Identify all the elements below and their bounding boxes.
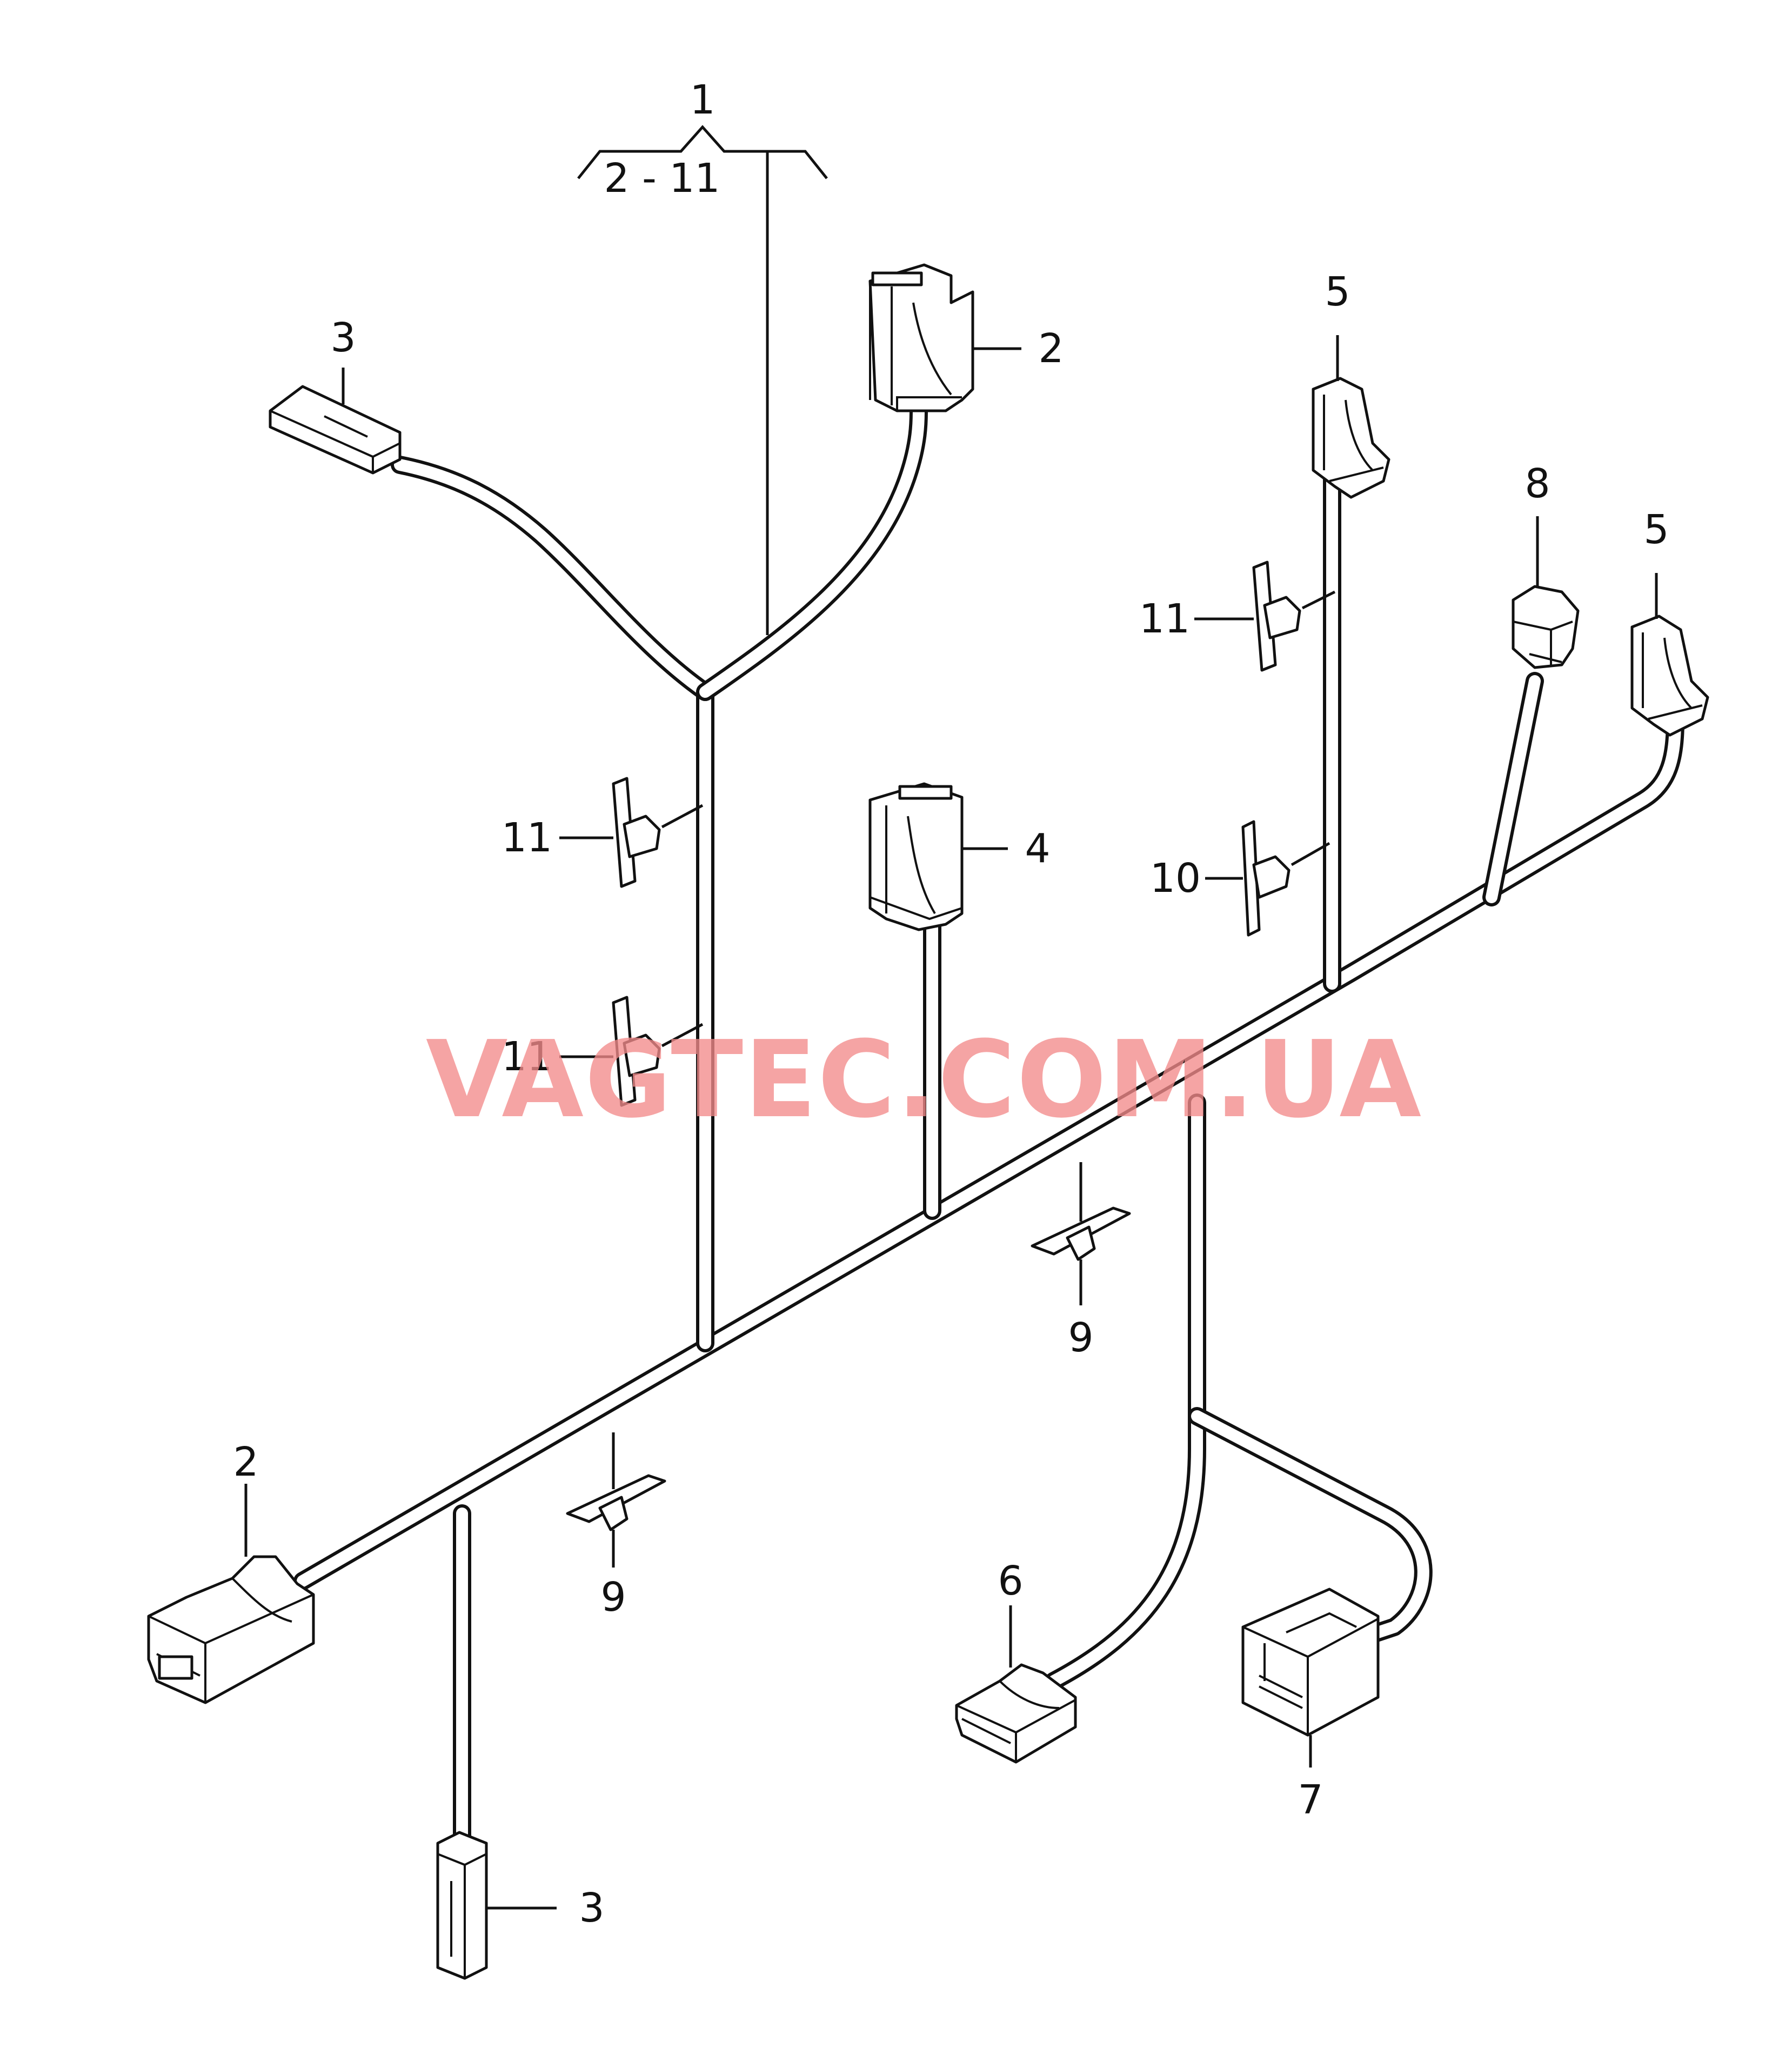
callout-5-right: 5 [1643,506,1669,553]
callout-11-left-lower: 11 [502,1033,552,1080]
callout-2-top: 2 [1038,325,1064,372]
connector-5-right: 5 [1630,506,1709,737]
callout-5-left: 5 [1325,269,1350,315]
callout-4: 4 [1025,825,1050,872]
connector-6: 6 [955,1558,1077,1764]
clip-10: 10 [1150,820,1330,937]
connector-3-bottom: 3 [436,1831,605,1980]
clip-9-right: 9 [1031,1162,1131,1361]
callout-6: 6 [998,1558,1023,1604]
callout-2-bottom: 2 [233,1439,258,1485]
connector-2-top: 2 [868,263,1064,412]
callout-7: 7 [1298,1777,1323,1823]
callout-11-right: 11 [1139,596,1190,642]
connector-5-left: 5 [1312,269,1390,499]
connector-2-bottom: 2 [147,1439,315,1704]
clip-11-right: 11 [1139,561,1336,672]
callout-3-bottom: 3 [579,1885,604,1931]
callout-9-left: 9 [600,1574,626,1620]
connector-3-top: 3 [269,315,402,475]
connector-4: 4 [868,782,1051,931]
callout-9-right: 9 [1068,1315,1093,1361]
connector-8: 8 [1512,461,1580,669]
clip-11-left-upper: 11 [502,777,704,888]
group-number-label: 1 [690,77,715,123]
callout-3-top: 3 [330,315,356,361]
callout-11-left-upper: 11 [502,815,552,861]
connector-7: 7 [1241,1588,1380,1823]
watermark-text: VAGTEC.COM.UA [426,1018,1422,1142]
clip-11-left-lower: 11 [502,996,704,1107]
clip-9-left: 9 [566,1432,666,1620]
harness-cables [293,402,1684,1847]
group-range-label: 2 - 11 [604,155,720,202]
group-bracket: 1 2 - 11 [577,77,828,635]
callout-8: 8 [1524,461,1550,507]
callout-10: 10 [1150,855,1201,902]
